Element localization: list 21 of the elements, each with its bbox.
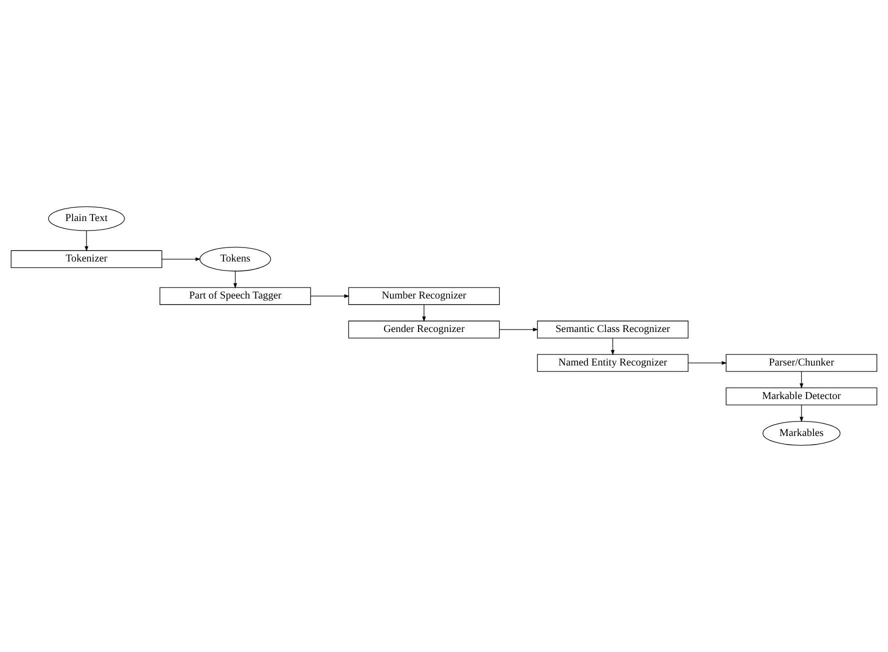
node-box: Markable Detector bbox=[726, 388, 878, 406]
arrow bbox=[688, 361, 727, 365]
node-box: Semantic Class Recognizer bbox=[537, 320, 688, 338]
node-box: Part of Speech Tagger bbox=[160, 287, 311, 305]
node-box: Number Recognizer bbox=[348, 287, 500, 305]
arrow bbox=[233, 270, 238, 288]
node-box: Tokenizer bbox=[10, 250, 162, 268]
arrow bbox=[800, 404, 804, 422]
node-ellipse: Tokens bbox=[200, 246, 271, 272]
arrow bbox=[422, 304, 426, 322]
arrow bbox=[499, 328, 538, 332]
arrow bbox=[610, 338, 615, 356]
node-box: Parser/Chunker bbox=[726, 354, 878, 372]
arrow bbox=[162, 257, 201, 261]
arrow bbox=[800, 371, 804, 389]
arrow bbox=[84, 230, 88, 252]
node-ellipse: Plain Text bbox=[48, 206, 125, 231]
node-ellipse: Markables bbox=[762, 421, 840, 446]
arrow bbox=[310, 294, 350, 298]
node-box: Gender Recognizer bbox=[348, 320, 500, 338]
node-box: Named Entity Recognizer bbox=[537, 354, 688, 372]
